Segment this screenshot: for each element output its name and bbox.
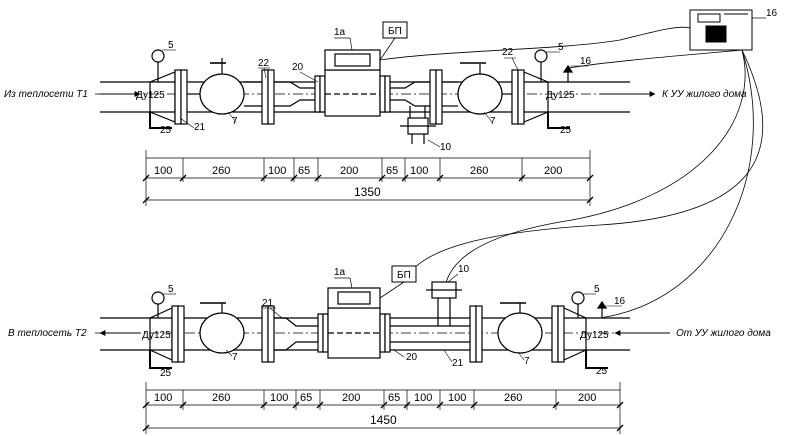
bottom-seg-3: 100 bbox=[270, 392, 288, 404]
callout-bottom-5-left: 5 bbox=[168, 284, 174, 295]
bottom-callouts: 5 21 7 20 21 7 10 5 16 25 25 bbox=[160, 264, 626, 379]
cable-bottom-sensor bbox=[599, 49, 754, 319]
cable-top-sensor bbox=[567, 49, 743, 69]
top-flowmeter-tag: 1а bbox=[334, 27, 346, 38]
callout-bottom-5-right: 5 bbox=[594, 284, 600, 295]
bottom-seg-7: 100 bbox=[414, 392, 432, 404]
top-seg-3: 100 bbox=[268, 165, 286, 177]
bottom-seg-10: 200 bbox=[578, 392, 596, 404]
top-seg-6: 65 bbox=[386, 165, 398, 177]
bottom-seg-6: 65 bbox=[388, 392, 400, 404]
callout-top-7-left: 7 bbox=[232, 116, 238, 127]
top-seg-8: 260 bbox=[470, 165, 488, 177]
callout-top-22-left: 22 bbox=[258, 58, 270, 69]
bottom-seg-4: 65 bbox=[300, 392, 312, 404]
callout-top-5-left: 5 bbox=[168, 40, 174, 51]
bottom-dn-right: Ду125 bbox=[580, 330, 609, 341]
top-seg-9: 200 bbox=[544, 165, 562, 177]
bottom-seg-1: 100 bbox=[154, 392, 172, 404]
top-outlet-label: К УУ жилого дома bbox=[662, 89, 747, 100]
callout-bottom-21-right: 21 bbox=[452, 358, 464, 369]
callout-top-10: 10 bbox=[440, 142, 452, 153]
bottom-power-unit-label: БП bbox=[397, 270, 411, 281]
cable-bottom-10 bbox=[444, 49, 746, 287]
top-dn-right: Ду125 bbox=[546, 90, 575, 101]
top-inlet-label: Из теплосети Т1 bbox=[4, 89, 88, 100]
controller-tag: 16 bbox=[766, 8, 778, 19]
bottom-seg-2: 260 bbox=[212, 392, 230, 404]
top-dimensions bbox=[142, 150, 594, 206]
bottom-dimensions bbox=[142, 382, 624, 434]
top-seg-2: 260 bbox=[212, 165, 230, 177]
bottom-total: 1450 bbox=[370, 413, 397, 427]
bottom-run bbox=[95, 281, 640, 369]
bottom-seg-9: 260 bbox=[504, 392, 522, 404]
callout-top-7-right: 7 bbox=[490, 116, 496, 127]
bottom-inlet-label: От УУ жилого дома bbox=[676, 328, 771, 339]
bottom-seg-5: 200 bbox=[342, 392, 360, 404]
top-seg-1: 100 bbox=[154, 165, 172, 177]
callout-bottom-16: 16 bbox=[614, 296, 626, 307]
top-power-unit-label: БП bbox=[388, 26, 402, 37]
bottom-seg-8: 100 bbox=[448, 392, 466, 404]
callout-bottom-7-right: 7 bbox=[524, 356, 530, 367]
callout-bottom-25-left: 25 bbox=[160, 368, 172, 379]
callout-top-22-right: 22 bbox=[502, 47, 514, 58]
callout-top-5-right: 5 bbox=[558, 42, 564, 53]
callout-top-25-left: 25 bbox=[160, 125, 172, 136]
bottom-outlet-label: В теплосеть Т2 bbox=[8, 328, 87, 339]
callout-top-21: 21 bbox=[194, 122, 206, 133]
top-seg-5: 200 bbox=[340, 165, 358, 177]
top-dn-left: Ду125 bbox=[136, 90, 165, 101]
top-callouts: 5 21 22 20 7 10 22 5 16 25 25 7 bbox=[160, 40, 592, 153]
cable-top-flowmeter bbox=[379, 26, 691, 61]
top-total: 1350 bbox=[354, 185, 381, 199]
controller-device bbox=[689, 9, 753, 51]
cable-bottom-bp bbox=[404, 49, 764, 281]
callout-top-20: 20 bbox=[292, 62, 304, 73]
callout-bottom-21-left: 21 bbox=[262, 298, 274, 309]
top-seg-4: 65 bbox=[298, 165, 310, 177]
callout-bottom-7-left: 7 bbox=[232, 352, 238, 363]
bottom-flowmeter-tag: 1а bbox=[334, 267, 346, 278]
callout-top-16: 16 bbox=[580, 56, 592, 67]
callout-top-25-right: 25 bbox=[560, 125, 572, 136]
callout-bottom-25-right: 25 bbox=[596, 366, 608, 377]
top-seg-7: 100 bbox=[410, 165, 428, 177]
callout-bottom-10: 10 bbox=[458, 264, 470, 275]
callout-bottom-20: 20 bbox=[406, 352, 418, 363]
top-run bbox=[95, 49, 640, 144]
bottom-dn-left: Ду125 bbox=[142, 330, 171, 341]
